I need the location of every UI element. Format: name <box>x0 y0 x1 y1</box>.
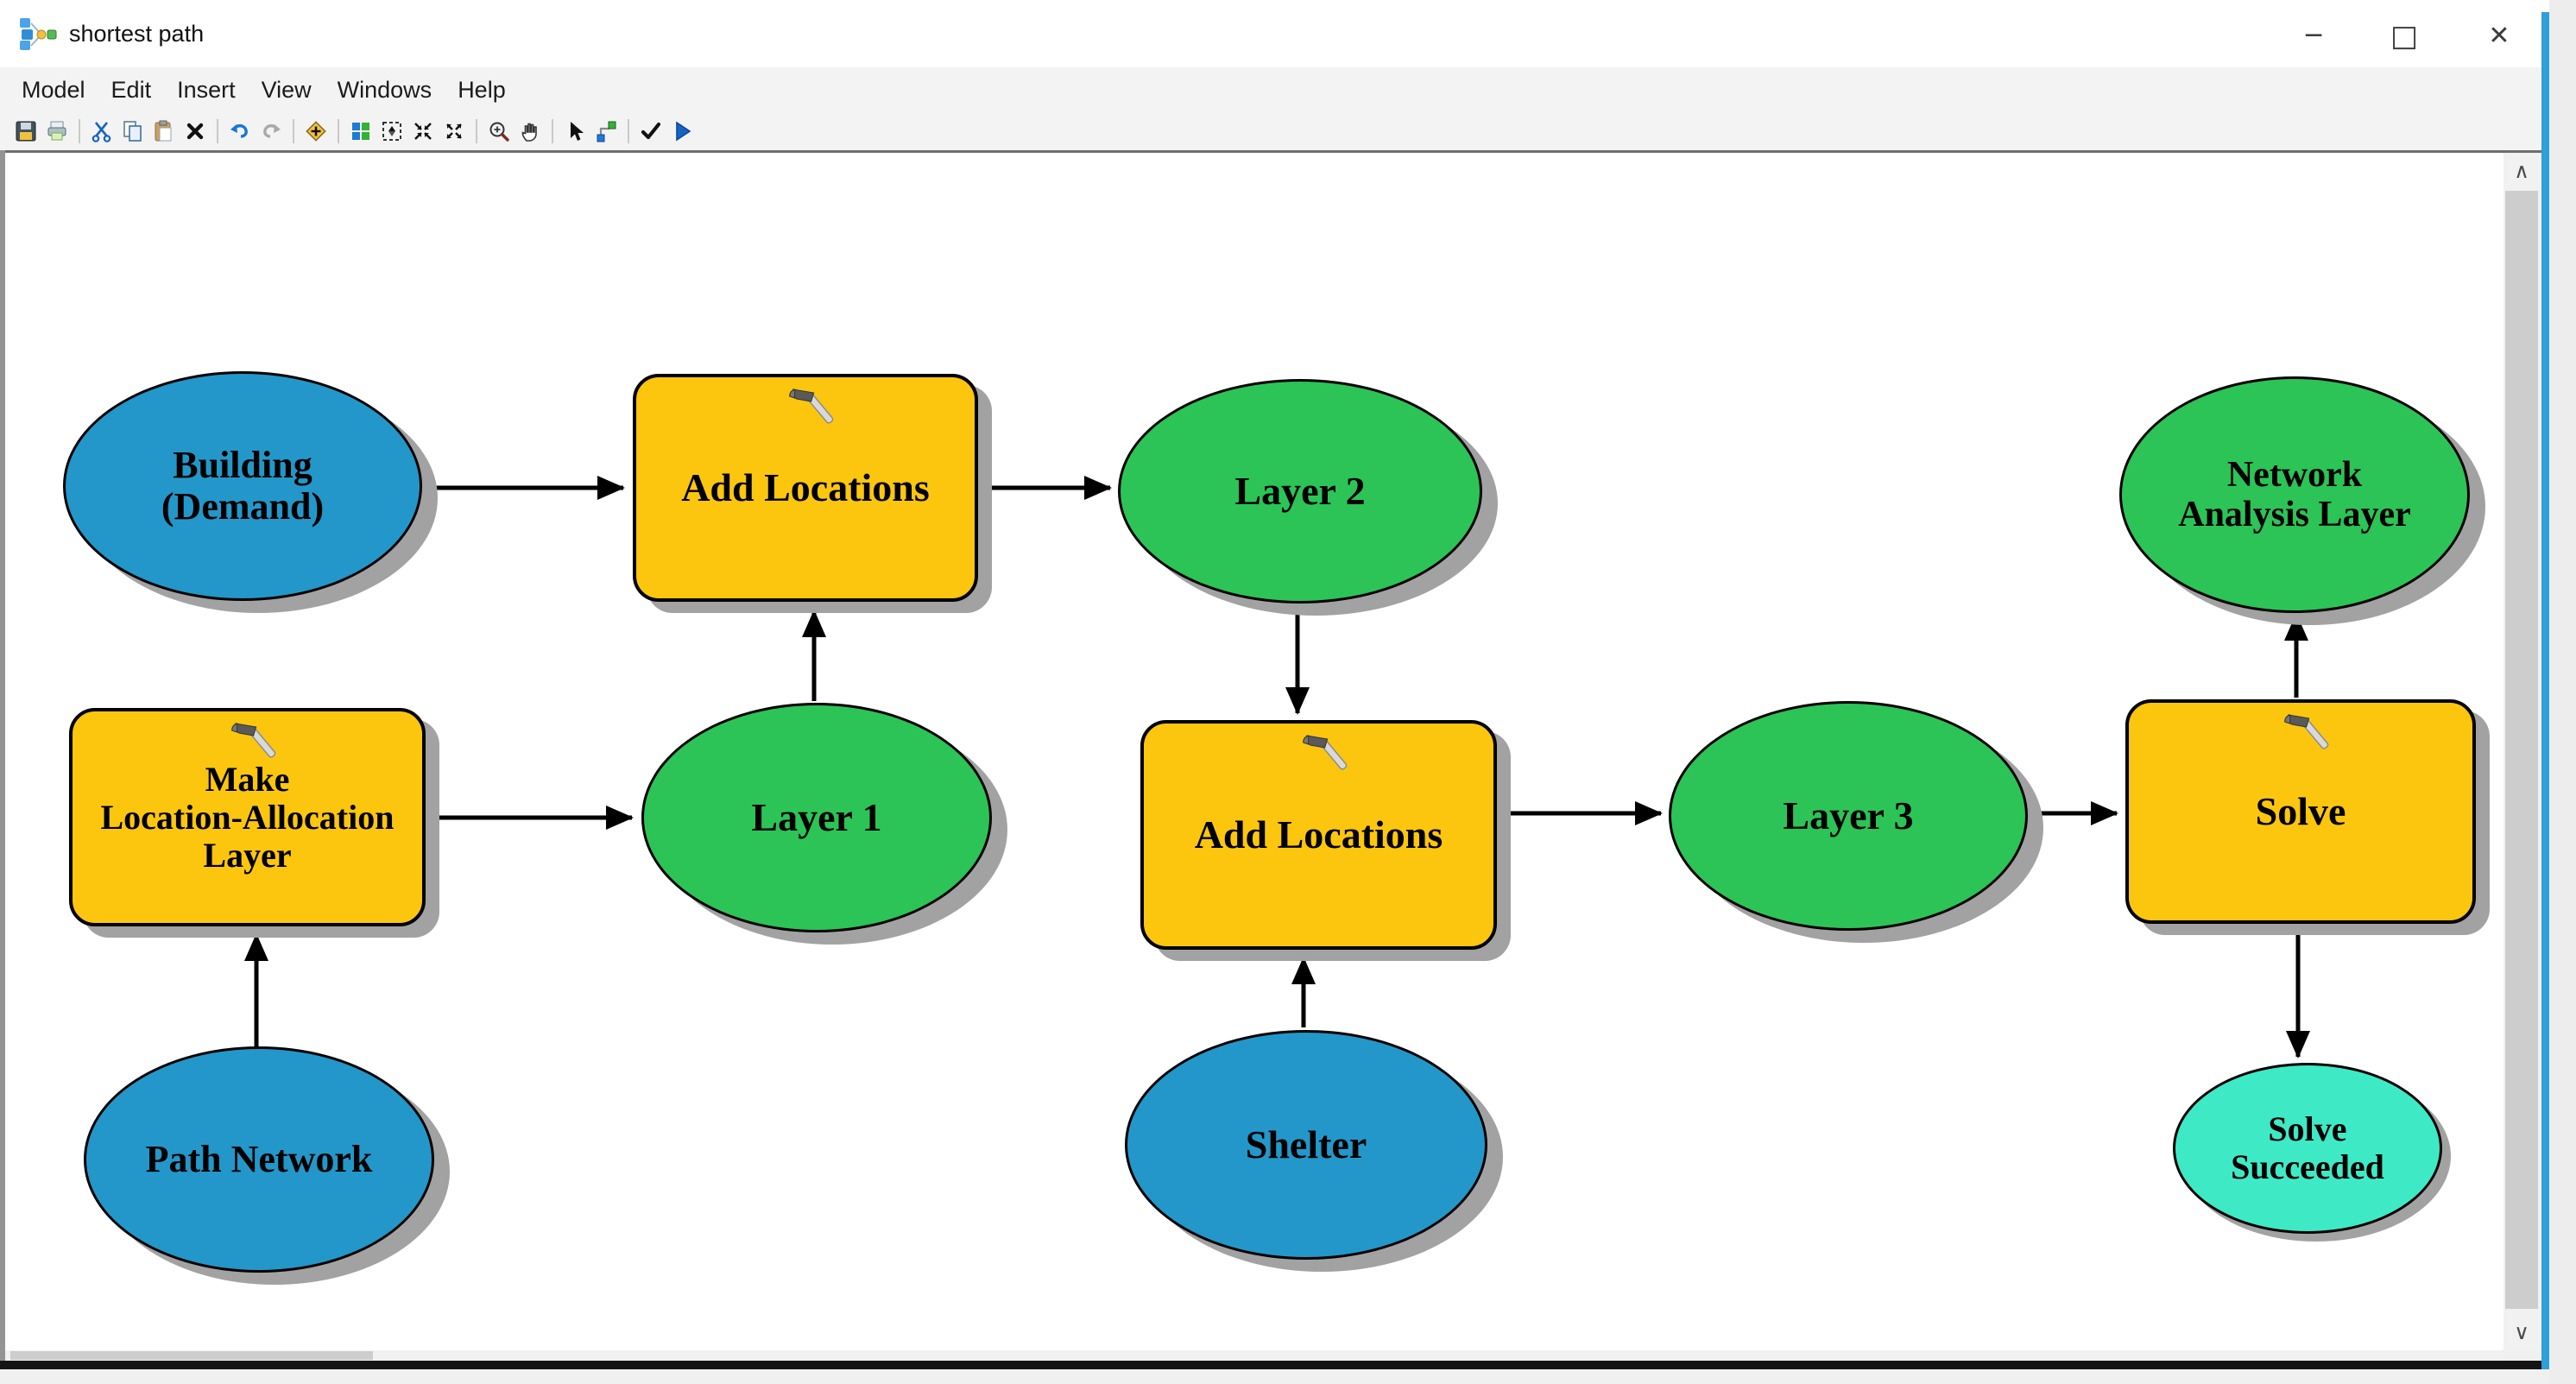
node-label: Layer 2 <box>1234 468 1366 513</box>
toolbar-separator <box>476 119 477 143</box>
node-label: Path Network <box>145 1137 373 1180</box>
auto-layout-icon[interactable] <box>346 117 376 146</box>
modelbuilder-app-icon <box>20 18 57 50</box>
node-layer-3[interactable]: Layer 3 <box>1669 701 2028 931</box>
outside-background <box>2549 0 2576 1384</box>
toolbar-separator <box>79 119 80 143</box>
connect-icon[interactable] <box>591 117 621 146</box>
hammer-tool-icon <box>2284 714 2329 749</box>
node-label: Layer 1 <box>751 794 882 839</box>
hammer-tool-icon <box>789 389 834 424</box>
window-right-accent-border <box>2541 12 2549 1369</box>
menu-insert[interactable]: Insert <box>177 77 236 103</box>
menu-edit[interactable]: Edit <box>110 77 152 103</box>
fit-to-window-icon[interactable] <box>377 117 407 146</box>
node-label: Network Analysis Layer <box>2178 454 2411 534</box>
toolbar <box>0 112 2550 150</box>
node-network-analysis-layer[interactable]: Network Analysis Layer <box>2119 376 2470 613</box>
vertical-scrollbar-thumb[interactable] <box>2505 191 2538 1309</box>
title-bar: shortest path ─ □ ✕ <box>0 0 2550 67</box>
copy-icon[interactable] <box>118 117 148 146</box>
paste-icon[interactable] <box>149 117 179 146</box>
node-label: Make Location-Allocation Layer <box>100 759 395 875</box>
horizontal-scrollbar-thumb[interactable] <box>10 1351 373 1360</box>
canvas-left-border <box>0 150 5 1369</box>
zoom-magnifier-icon[interactable] <box>484 117 514 146</box>
node-make-location-allocation-layer[interactable]: Make Location-Allocation Layer <box>69 708 426 926</box>
node-layer-1[interactable]: Layer 1 <box>641 703 992 932</box>
node-label: Layer 3 <box>1783 793 1914 837</box>
redo-icon[interactable] <box>256 117 286 146</box>
minimize-button[interactable]: ─ <box>2305 21 2322 51</box>
maximize-button[interactable]: □ <box>2390 19 2419 54</box>
horizontal-scrollbar[interactable] <box>5 1350 2503 1361</box>
undo-icon[interactable] <box>225 117 255 146</box>
node-label: Solve <box>2255 788 2346 833</box>
pan-hand-icon[interactable] <box>515 117 545 146</box>
node-add-locations-1[interactable]: Add Locations <box>633 374 978 602</box>
toolbar-separator <box>338 119 339 143</box>
zoom-out-extent-icon[interactable] <box>439 117 469 146</box>
print-icon[interactable] <box>42 117 72 146</box>
zoom-in-extent-icon[interactable] <box>408 117 438 146</box>
menu-view[interactable]: View <box>261 77 312 103</box>
node-label: Shelter <box>1245 1122 1367 1166</box>
toolbar-separator <box>628 119 629 143</box>
node-label: Add Locations <box>1194 812 1443 856</box>
node-shelter[interactable]: Shelter <box>1125 1030 1487 1260</box>
select-cursor-icon[interactable] <box>560 117 590 146</box>
node-label: Building (Demand) <box>161 443 325 528</box>
run-icon[interactable] <box>667 117 697 146</box>
hammer-tool-icon <box>1302 735 1347 770</box>
delete-icon[interactable] <box>180 117 210 146</box>
node-solve-succeeded[interactable]: Solve Succeeded <box>2173 1063 2442 1234</box>
close-button[interactable]: ✕ <box>2488 21 2510 51</box>
toolbar-separator <box>293 119 294 143</box>
validate-check-icon[interactable] <box>636 117 666 146</box>
save-icon[interactable] <box>11 117 41 146</box>
node-path-network[interactable]: Path Network <box>84 1046 434 1273</box>
cut-icon[interactable] <box>87 117 117 146</box>
window-bottom-border <box>0 1361 2550 1369</box>
node-building-demand[interactable]: Building (Demand) <box>63 371 422 601</box>
node-solve[interactable]: Solve <box>2125 699 2476 924</box>
node-label: Add Locations <box>681 464 930 509</box>
scroll-up-icon[interactable]: ∧ <box>2503 153 2540 189</box>
menu-help[interactable]: Help <box>458 77 506 103</box>
scroll-down-icon[interactable]: ∨ <box>2503 1314 2540 1350</box>
node-label: Solve Succeeded <box>2231 1109 2384 1186</box>
menu-bar: Model Edit Insert View Windows Help <box>0 67 2550 112</box>
canvas-top-border <box>0 150 2543 153</box>
window-title: shortest path <box>69 21 205 47</box>
toolbar-separator <box>217 119 218 143</box>
menu-windows[interactable]: Windows <box>337 77 432 103</box>
menu-model[interactable]: Model <box>22 77 85 103</box>
toolbar-separator <box>552 119 553 143</box>
hammer-tool-icon <box>230 723 275 758</box>
node-add-locations-2[interactable]: Add Locations <box>1140 720 1497 950</box>
add-data-icon[interactable] <box>301 117 331 146</box>
vertical-scrollbar[interactable]: ∧ ∨ <box>2503 153 2540 1350</box>
node-layer-2[interactable]: Layer 2 <box>1118 379 1482 604</box>
